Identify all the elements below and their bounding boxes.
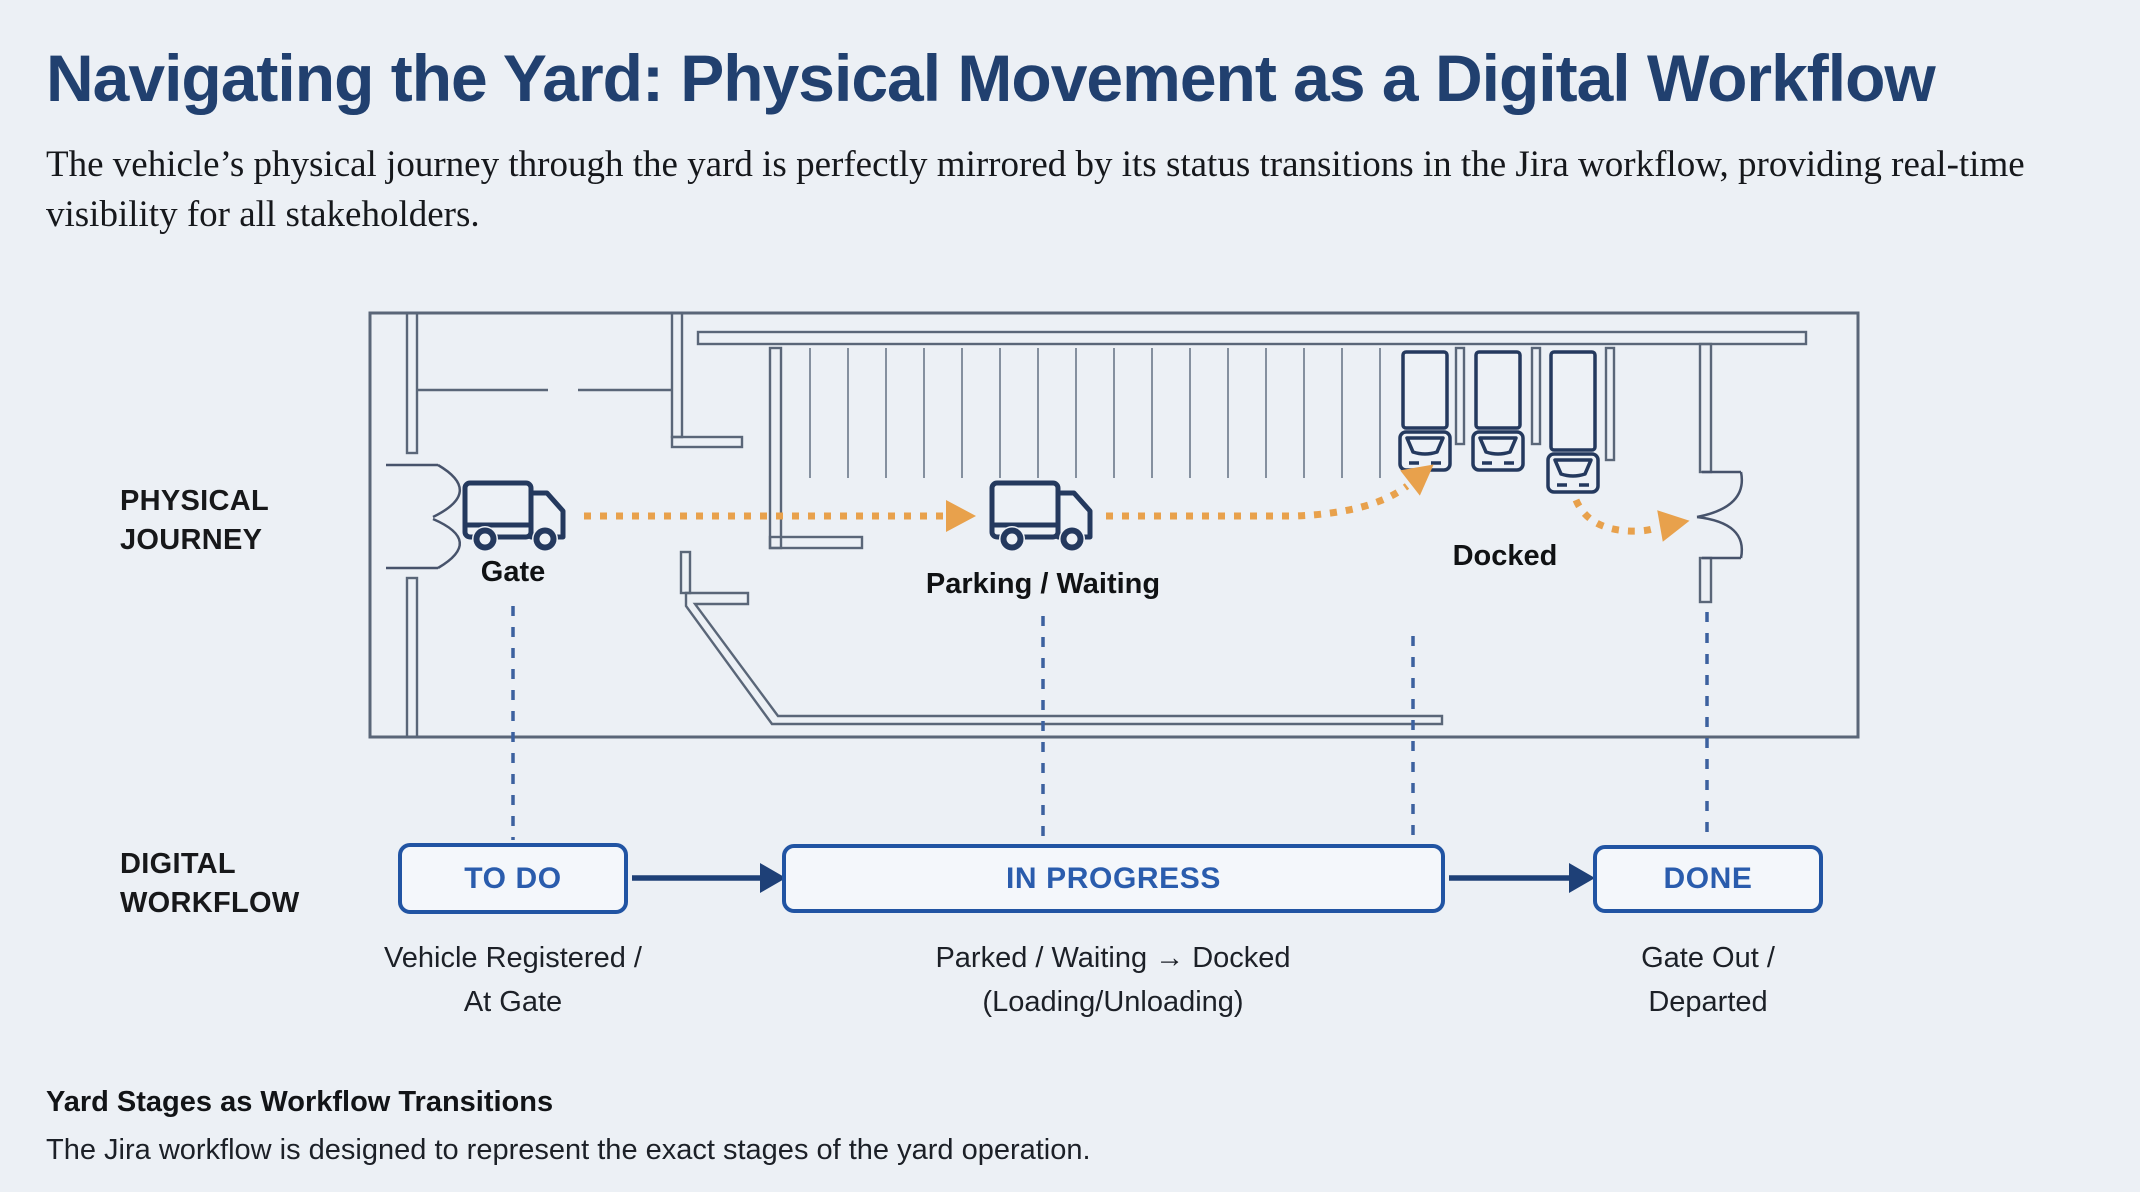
status-description-done-line1: Gate Out /: [1641, 942, 1775, 974]
gate-door-icon: [386, 463, 461, 570]
parking-stall-lines: [809, 348, 1381, 478]
status-description-todo-line1: Vehicle Registered /: [384, 942, 642, 974]
yard-outer-wall: [368, 311, 1860, 739]
footer-body: The Jira workflow is designed to represe…: [46, 1134, 1091, 1166]
status-description-done: Gate Out / Departed: [1641, 936, 1775, 1024]
page-subtitle: The vehicle’s physical journey through t…: [46, 144, 2025, 236]
physical-journey-label-line2: JOURNEY: [120, 524, 263, 556]
status-description-todo-line2: At Gate: [463, 986, 563, 1018]
physical-journey-label: PHYSICAL JOURNEY: [120, 482, 269, 560]
arrow-inprogress-to-done: [1449, 863, 1595, 893]
status-description-in-progress: Parked / Waiting → Docked (Loading/Unloa…: [935, 936, 1290, 1024]
status-description-in-progress-line1: Parked / Waiting → Docked: [935, 942, 1291, 974]
arrow-todo-to-inprogress: [632, 863, 786, 893]
journey-arrows: [584, 464, 1690, 542]
docked-truck-icon-3: [1546, 350, 1600, 494]
status-description-done-line2: Departed: [1648, 986, 1768, 1018]
journey-workflow-connectors: [511, 606, 1709, 840]
status-description-in-progress-line2: (Loading/Unloading): [982, 986, 1244, 1018]
stage-label-gate: Gate: [480, 556, 546, 588]
truck-side-icon-gate: [465, 483, 563, 552]
truck-side-icon-parking: [992, 483, 1090, 552]
page-title: Navigating the Yard: Physical Movement a…: [46, 41, 1936, 115]
stage-label-parking-waiting: Parking / Waiting: [925, 568, 1161, 600]
journey-arrow-parking-to-dock: [1106, 464, 1434, 520]
digital-workflow-label-line2: WORKFLOW: [120, 887, 300, 919]
status-description-todo: Vehicle Registered / At Gate: [384, 936, 642, 1024]
status-box-todo: TO DO: [398, 843, 628, 914]
digital-workflow-label-line1: DIGITAL: [120, 848, 236, 880]
physical-journey-label-line1: PHYSICAL: [120, 485, 270, 517]
exit-door-icon: [1696, 470, 1744, 560]
docked-truck-icon-1: [1398, 350, 1452, 472]
status-box-in-progress: IN PROGRESS: [782, 844, 1445, 913]
workflow-transition-arrows: [632, 863, 1595, 893]
docked-truck-icon-2: [1471, 350, 1525, 472]
journey-arrow-dock-to-exit: [1572, 498, 1690, 542]
digital-workflow-label: DIGITAL WORKFLOW: [120, 845, 300, 923]
journey-arrow-gate-to-parking: [584, 500, 976, 532]
footer-heading: Yard Stages as Workflow Transitions: [46, 1086, 554, 1118]
docked-truck-icons: [1398, 350, 1600, 494]
status-box-done: DONE: [1593, 845, 1823, 913]
stage-label-docked: Docked: [1452, 540, 1558, 572]
